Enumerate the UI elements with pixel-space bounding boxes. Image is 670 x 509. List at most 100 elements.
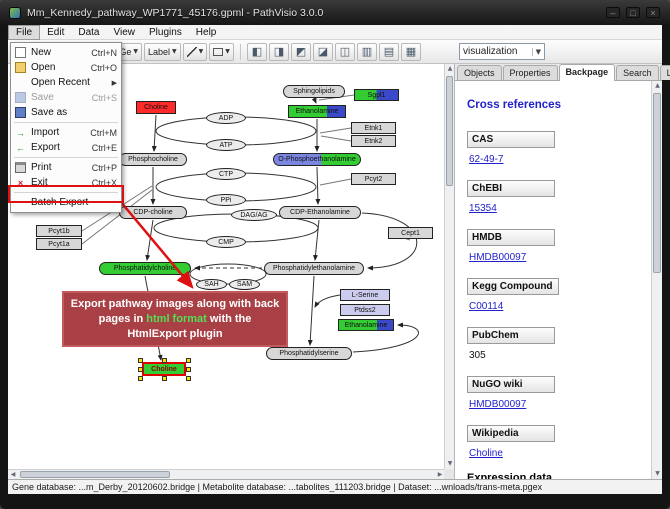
- file-menu-open[interactable]: Open Ctrl+O: [11, 60, 121, 75]
- menu-plugins[interactable]: Plugins: [148, 26, 182, 38]
- close-button[interactable]: ×: [646, 7, 660, 18]
- tab-backpage[interactable]: Backpage: [558, 64, 616, 81]
- selection-handle[interactable]: [162, 358, 167, 363]
- tab-objects[interactable]: Objects: [457, 65, 502, 80]
- align-top-button[interactable]: ◩: [290, 42, 311, 61]
- center-horizontal-button[interactable]: ◫: [334, 42, 355, 61]
- scrollbar-thumb[interactable]: [20, 471, 170, 478]
- tab-legend[interactable]: Legend: [659, 65, 670, 80]
- sidebar-scrollbar[interactable]: ▲ ▼: [651, 81, 662, 479]
- tab-properties[interactable]: Properties: [502, 65, 558, 80]
- file-menu-export[interactable]: ← Export Ctrl+E: [16, 142, 117, 153]
- file-menu-batch-export[interactable]: Batch Export: [11, 195, 121, 210]
- pathway-node-2-choline[interactable]: Choline: [136, 101, 176, 114]
- pathway-node-26-ethanolamine[interactable]: Ethanolamine: [338, 319, 394, 331]
- xref-section-hmdb: HMDB HMDB00097: [467, 227, 644, 263]
- file-menu-save-as[interactable]: Save as: [11, 105, 121, 120]
- selection-handle[interactable]: [186, 376, 191, 381]
- selection-handle[interactable]: [138, 358, 143, 363]
- pathway-node-5-etnk1[interactable]: Etnk1: [351, 122, 396, 134]
- shape-tool-button[interactable]: ▼: [209, 42, 234, 61]
- pathway-node-24-l-serine[interactable]: L-Serine: [340, 289, 390, 301]
- pathway-node-20-phosphatidylcholine[interactable]: Phosphatidylcholine: [99, 262, 191, 275]
- scroll-left-icon[interactable]: ◀: [10, 471, 16, 478]
- pathway-node-17-pcyt1b[interactable]: Pcyt1b: [36, 225, 82, 237]
- label-tool-button[interactable]: Label▼: [143, 42, 181, 61]
- file-menu-new[interactable]: New Ctrl+N: [11, 45, 121, 60]
- file-menu-open-recent[interactable]: Open Recent ▶: [11, 75, 121, 90]
- scroll-up-icon[interactable]: ▲: [447, 65, 453, 72]
- pathway-node-12-ppi[interactable]: PPi: [206, 194, 246, 206]
- xref-section-nugo: NuGO wiki HMDB00097: [467, 374, 644, 410]
- maximize-button[interactable]: □: [626, 7, 640, 18]
- pathway-node-16-cept1[interactable]: Cept1: [388, 227, 433, 239]
- minimize-button[interactable]: –: [606, 7, 620, 18]
- pathway-node-28-choline[interactable]: Choline: [142, 362, 186, 376]
- xref-link[interactable]: HMDB00097: [469, 252, 527, 263]
- pathway-node-6-etnk2[interactable]: Etnk2: [351, 135, 396, 147]
- pathway-node-27-phosphatidylserine[interactable]: Phosphatidylserine: [266, 347, 352, 360]
- pathway-node-4-adp[interactable]: ADP: [206, 112, 246, 124]
- file-menu-exit[interactable]: × Exit Ctrl+X: [11, 175, 121, 190]
- menu-view[interactable]: View: [113, 26, 135, 38]
- xref-link[interactable]: C00114: [469, 301, 504, 312]
- xref-link[interactable]: 62-49-7: [469, 154, 504, 165]
- pathway-node-9-o-phosphoethanolamine[interactable]: O-Phosphoethanolamine: [273, 153, 361, 166]
- app-body: File Edit Data View Plugins Help Zoom: 1…: [8, 24, 670, 494]
- title-bar[interactable]: Mm_Kennedy_pathway_WP1771_45176.gpml - P…: [0, 0, 670, 25]
- file-menu-print[interactable]: Print Ctrl+P: [11, 160, 121, 175]
- pathway-node-8-phosphocholine[interactable]: Phosphocholine: [119, 153, 187, 166]
- scroll-down-icon[interactable]: ▼: [655, 470, 660, 477]
- pathway-node-21-phosphatidylethanolamine[interactable]: Phosphatidylethanolamine: [264, 262, 364, 275]
- xref-db-name: HMDB: [467, 229, 555, 246]
- pathway-node-25-ptdss2[interactable]: Ptdss2: [340, 304, 390, 316]
- file-menu-save[interactable]: Save Ctrl+S: [11, 90, 121, 105]
- menu-data[interactable]: Data: [78, 26, 100, 38]
- pathway-node-11-pcyt2[interactable]: Pcyt2: [351, 173, 396, 185]
- xref-link[interactable]: 15354: [469, 203, 497, 214]
- canvas-vertical-scrollbar[interactable]: ▲ ▼: [444, 64, 454, 469]
- pathway-node-13-cdp-choline[interactable]: CDP-choline: [119, 206, 187, 219]
- pathway-node-15-cdp-ethanolamine[interactable]: CDP-Ethanolamine: [279, 206, 361, 219]
- visualization-combo[interactable]: visualization ▼: [459, 43, 545, 60]
- selection-handle[interactable]: [162, 376, 167, 381]
- toolbar-separator: [239, 43, 241, 60]
- pathway-node-10-ctp[interactable]: CTP: [206, 168, 246, 180]
- selection-handle[interactable]: [186, 358, 191, 363]
- pathway-node-1-sgpl1[interactable]: Sgpl1: [354, 89, 399, 101]
- tab-search[interactable]: Search: [616, 65, 659, 80]
- distribute-horizontal-button[interactable]: ▥: [356, 42, 377, 61]
- distribute-vertical-button[interactable]: ▤: [378, 42, 399, 61]
- pathway-node-0-sphingolipids[interactable]: Sphingolipids: [283, 85, 345, 98]
- align-bottom-button[interactable]: ◪: [312, 42, 333, 61]
- selection-handle[interactable]: [186, 367, 191, 372]
- align-right-button[interactable]: ◨: [268, 42, 289, 61]
- xref-link[interactable]: HMDB00097: [469, 399, 527, 410]
- pathway-node-23-sam[interactable]: SAM: [229, 279, 260, 290]
- scroll-right-icon[interactable]: ▶: [437, 471, 443, 478]
- pathway-node-3-ethanolamine[interactable]: Ethanolamine: [288, 105, 346, 118]
- canvas-horizontal-scrollbar[interactable]: ◀ ▶: [8, 469, 445, 479]
- pathway-node-18-pcyt1a[interactable]: Pcyt1a: [36, 238, 82, 250]
- selection-handle[interactable]: [138, 376, 143, 381]
- xref-value: 305: [469, 350, 486, 361]
- pathway-node-19-cmp[interactable]: CMP: [206, 236, 246, 248]
- xref-db-name: PubChem: [467, 327, 555, 344]
- common-size-button[interactable]: ▦: [400, 42, 421, 61]
- scrollbar-thumb[interactable]: [446, 76, 453, 186]
- file-menu-import[interactable]: → Import Ctrl+M: [16, 127, 117, 138]
- pathway-node-14-dag-ag[interactable]: DAG/AG: [231, 209, 277, 221]
- pathway-node-7-atp[interactable]: ATP: [206, 139, 246, 151]
- pathway-node-22-sah[interactable]: SAH: [196, 279, 227, 290]
- xref-link[interactable]: Choline: [469, 448, 503, 459]
- gene-datanode-button[interactable]: Ge▼: [115, 42, 142, 61]
- scrollbar-thumb[interactable]: [653, 93, 661, 273]
- selection-handle[interactable]: [138, 367, 143, 372]
- align-left-button[interactable]: ◧: [246, 42, 267, 61]
- line-tool-button[interactable]: ▼: [182, 42, 208, 61]
- menu-file[interactable]: File: [8, 24, 41, 40]
- scroll-up-icon[interactable]: ▲: [655, 82, 660, 89]
- menu-help[interactable]: Help: [195, 26, 217, 38]
- scroll-down-icon[interactable]: ▼: [447, 460, 453, 467]
- menu-edit[interactable]: Edit: [47, 26, 65, 38]
